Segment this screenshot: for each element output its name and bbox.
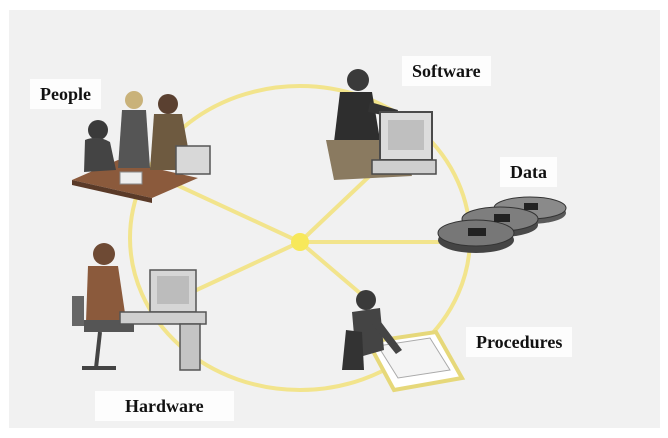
software-label: Software bbox=[402, 56, 491, 86]
people-label: People bbox=[30, 79, 101, 109]
hardware-label: Hardware bbox=[95, 391, 234, 421]
person-at-terminal-icon bbox=[72, 243, 207, 371]
hub-node bbox=[291, 233, 309, 251]
person-at-computer-icon bbox=[326, 69, 437, 180]
data-label: Data bbox=[500, 157, 557, 187]
people-meeting-icon bbox=[72, 91, 211, 203]
person-writing-icon bbox=[342, 290, 466, 393]
disk-stack-icon bbox=[437, 196, 567, 253]
procedures-label: Procedures bbox=[466, 327, 573, 357]
